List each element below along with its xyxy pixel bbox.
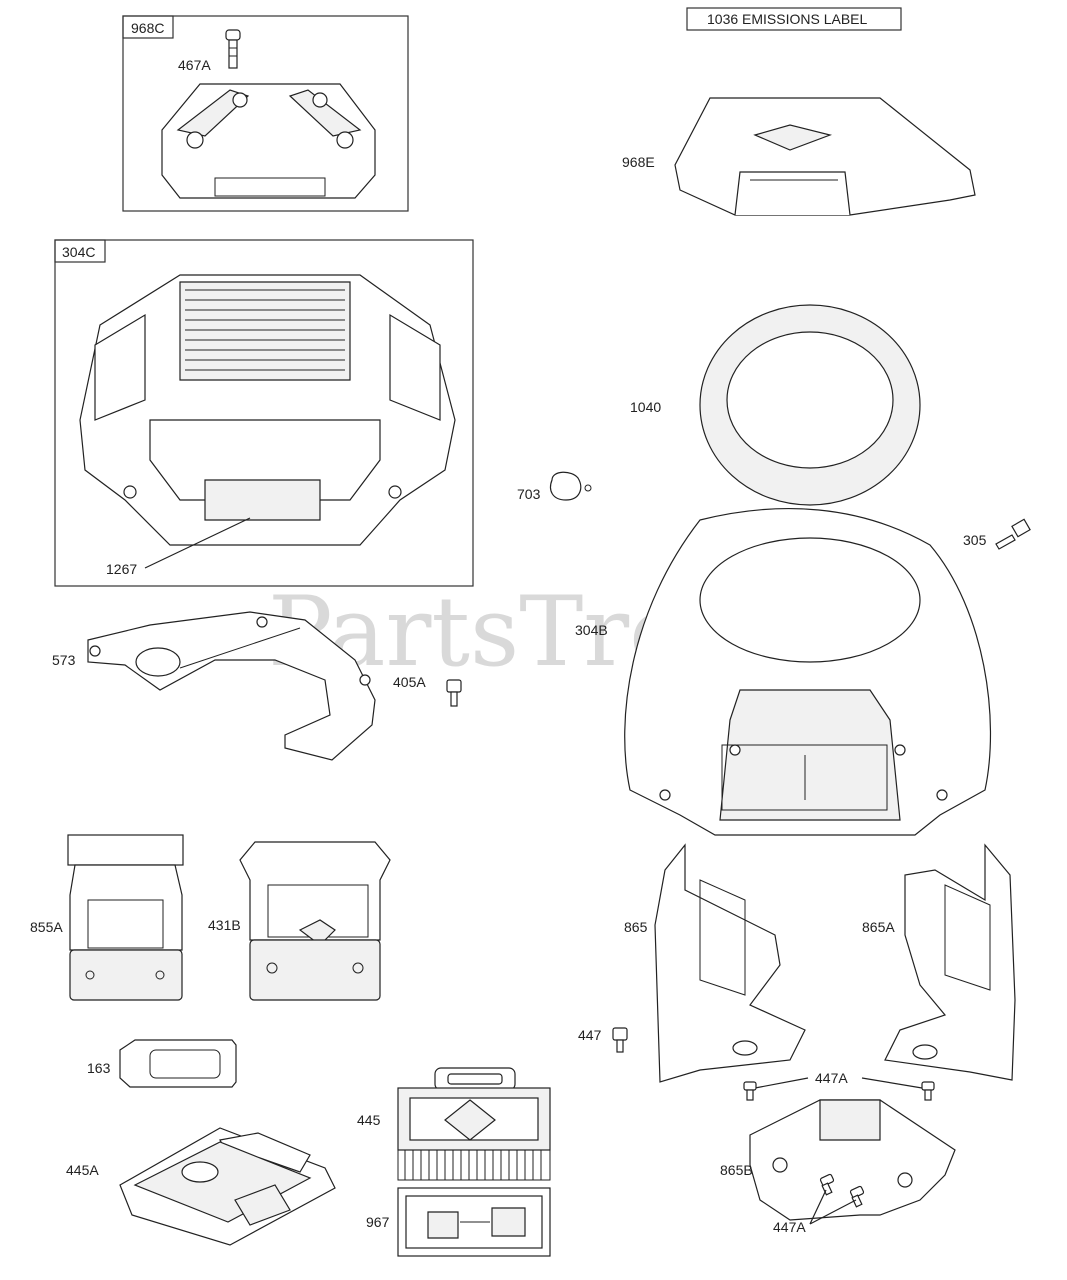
part-304b-housing[interactable] bbox=[624, 507, 992, 836]
box-304c-tag bbox=[54, 239, 106, 263]
part-445a-cover[interactable] bbox=[119, 1127, 336, 1246]
box-968c-label: 968C bbox=[131, 20, 164, 36]
label-865b: 865B bbox=[720, 1162, 753, 1178]
label-703: 703 bbox=[517, 486, 541, 502]
part-431b-base[interactable] bbox=[239, 841, 391, 1001]
label-447a-lower: 447A bbox=[773, 1219, 806, 1235]
box-968c-tag bbox=[122, 15, 174, 39]
part-447a-screw-lower-2[interactable] bbox=[849, 1185, 865, 1208]
box-304c-frame bbox=[54, 239, 474, 587]
box-304c-label: 304C bbox=[62, 244, 95, 260]
part-445-filter[interactable] bbox=[397, 1067, 551, 1181]
label-967: 967 bbox=[366, 1214, 390, 1230]
part-855a-adapter[interactable] bbox=[67, 834, 184, 1001]
label-968e: 968E bbox=[622, 154, 655, 170]
label-447: 447 bbox=[578, 1027, 602, 1043]
part-447a-screw-right[interactable] bbox=[921, 1081, 935, 1101]
label-1267: 1267 bbox=[106, 561, 137, 577]
part-968c-cover[interactable] bbox=[161, 83, 376, 199]
label-573: 573 bbox=[52, 652, 76, 668]
part-703-clip[interactable] bbox=[549, 471, 592, 501]
label-304b: 304B bbox=[575, 622, 608, 638]
part-967-precleaner[interactable] bbox=[397, 1187, 551, 1257]
label-445: 445 bbox=[357, 1112, 381, 1128]
part-968e-cover[interactable] bbox=[674, 97, 976, 216]
label-445a: 445A bbox=[66, 1162, 99, 1178]
part-467a-knob[interactable] bbox=[225, 29, 241, 69]
part-573-baffle[interactable] bbox=[87, 611, 376, 761]
grille-lines bbox=[185, 289, 345, 371]
label-865a: 865A bbox=[862, 919, 895, 935]
part-1040-ring[interactable] bbox=[699, 304, 921, 506]
part-305-bolt[interactable] bbox=[995, 518, 1031, 550]
leader-447a-lower bbox=[809, 1189, 857, 1225]
label-431b: 431B bbox=[208, 917, 241, 933]
part-304c-shroud[interactable] bbox=[79, 274, 456, 546]
part-865b-panel[interactable] bbox=[749, 1099, 956, 1221]
label-163: 163 bbox=[87, 1060, 111, 1076]
part-865-panel[interactable] bbox=[654, 843, 806, 1083]
label-865: 865 bbox=[624, 919, 648, 935]
part-447-screw[interactable] bbox=[612, 1027, 628, 1053]
emissions-label-frame bbox=[686, 7, 902, 31]
part-1267-handle[interactable] bbox=[204, 479, 321, 521]
box-968c-frame bbox=[122, 15, 409, 212]
label-467a: 467A bbox=[178, 57, 211, 73]
part-405a-screw[interactable] bbox=[446, 679, 462, 707]
label-855a: 855A bbox=[30, 919, 63, 935]
leader-447a-left bbox=[754, 1077, 809, 1089]
part-447a-screw-lower-1[interactable] bbox=[819, 1173, 835, 1196]
part-163-gasket[interactable] bbox=[119, 1039, 237, 1088]
label-405a: 405A bbox=[393, 674, 426, 690]
part-865a-panel[interactable] bbox=[884, 843, 1016, 1081]
label-305: 305 bbox=[963, 532, 987, 548]
leader-1267 bbox=[144, 517, 251, 569]
filter-pleats bbox=[404, 1150, 542, 1180]
part-447a-screw-left[interactable] bbox=[743, 1081, 757, 1101]
leader-447a-right bbox=[861, 1077, 923, 1089]
emissions-label-text: 1036 EMISSIONS LABEL bbox=[707, 11, 868, 27]
label-1040: 1040 bbox=[630, 399, 661, 415]
label-447a-upper: 447A bbox=[815, 1070, 848, 1086]
